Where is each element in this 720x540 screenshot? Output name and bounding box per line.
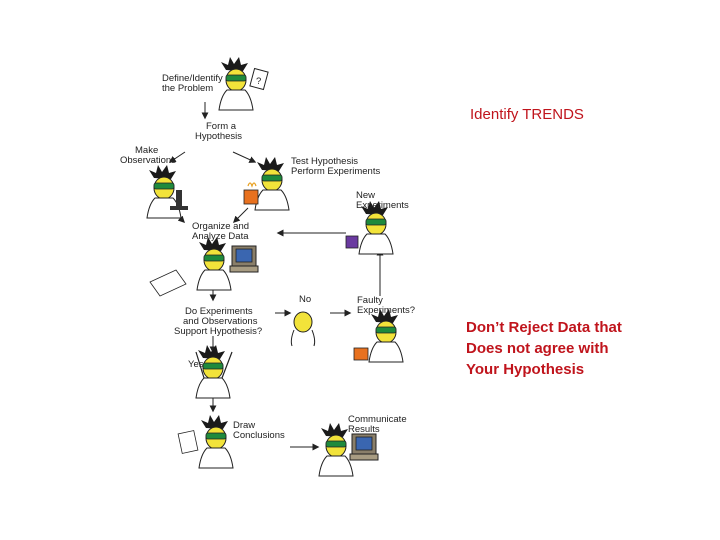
scientist-no-illustration	[290, 311, 316, 347]
scientist-conclusions-illustration	[177, 414, 234, 469]
arrow-test-to-organize	[233, 207, 249, 223]
scientist-microscope-illustration	[146, 164, 188, 219]
note-line: Don’t Reject Data that	[466, 319, 622, 336]
scientist-yes-illustration	[195, 344, 233, 399]
note-line: Your Hypothesis	[466, 361, 585, 378]
label-no: No	[299, 294, 311, 305]
arrow-hypothesis-to-test	[232, 151, 257, 163]
scientist-new-experiments-illustration	[345, 200, 394, 255]
note-dont-reject-data: Don’t Reject Data that Does not agree wi…	[466, 317, 666, 380]
notepad-icon	[149, 269, 187, 297]
note-identify-trends: Identify TRENDS	[470, 106, 584, 123]
label-faulty: Faulty Experiments?	[357, 295, 415, 316]
scientist-test-illustration	[243, 156, 290, 211]
note-line: Does not agree with	[466, 340, 609, 357]
document-icon	[177, 430, 199, 454]
label-communicate: Communicate Results	[348, 414, 409, 435]
scientist-analyze-illustration	[149, 236, 259, 297]
beaker-icon	[243, 189, 259, 205]
arrow-hypothesis-to-observe	[168, 151, 186, 163]
label-yes: Yes	[188, 359, 204, 370]
scientist-faulty-illustration	[353, 308, 404, 363]
label-support: Do Experiments and Observations Support …	[174, 306, 262, 337]
label-hypothesis: Form a Hypothesis	[195, 121, 242, 142]
label-define: Define/Identify the Problem	[162, 73, 225, 94]
beaker-icon	[353, 347, 369, 361]
scientist-define-illustration: ?	[218, 56, 269, 111]
label-test: Test Hypothesis Perform Experiments	[291, 156, 380, 177]
label-new-experiments: New Experiments	[356, 190, 409, 211]
question-mark-icon: ?	[256, 76, 261, 87]
beaker-icon	[345, 235, 359, 249]
label-observe: Make Observations	[120, 145, 176, 166]
label-conclusions: Draw Conclusions	[233, 420, 285, 441]
label-organize: Organize and Analyze Data	[192, 221, 252, 242]
